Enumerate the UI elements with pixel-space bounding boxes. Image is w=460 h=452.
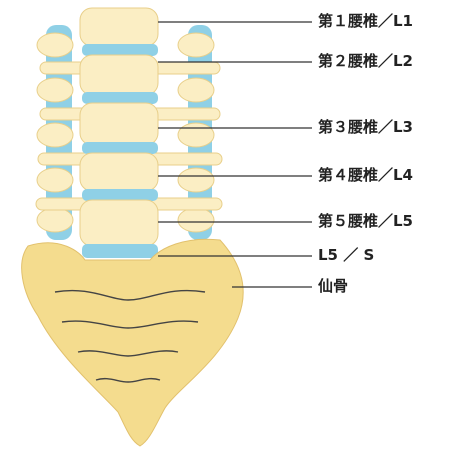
label-l2: 第２腰椎／L2 [318, 52, 413, 70]
label-l4: 第４腰椎／L4 [318, 166, 413, 184]
vertebra-l1 [80, 8, 158, 46]
disc-l2-l3 [82, 92, 158, 104]
label-l5: 第５腰椎／L5 [318, 212, 413, 230]
disc-l1-l2 [82, 44, 158, 56]
label-l5-s: L5 ／ S [318, 246, 374, 264]
label-l1: 第１腰椎／L1 [318, 12, 413, 30]
vertebra-l2 [80, 55, 158, 95]
label-sacrum: 仙骨 [318, 277, 348, 295]
label-l3: 第３腰椎／L3 [318, 118, 413, 136]
disc-l4-l5 [82, 189, 158, 201]
vertebra-l5 [80, 200, 158, 246]
vertebra-l3 [80, 103, 158, 145]
disc-l3-l4 [82, 142, 158, 154]
vertebral-bodies [80, 8, 158, 258]
disc-l5-s [82, 244, 158, 258]
sacrum-shape [22, 239, 244, 446]
vertebra-l4 [80, 153, 158, 191]
